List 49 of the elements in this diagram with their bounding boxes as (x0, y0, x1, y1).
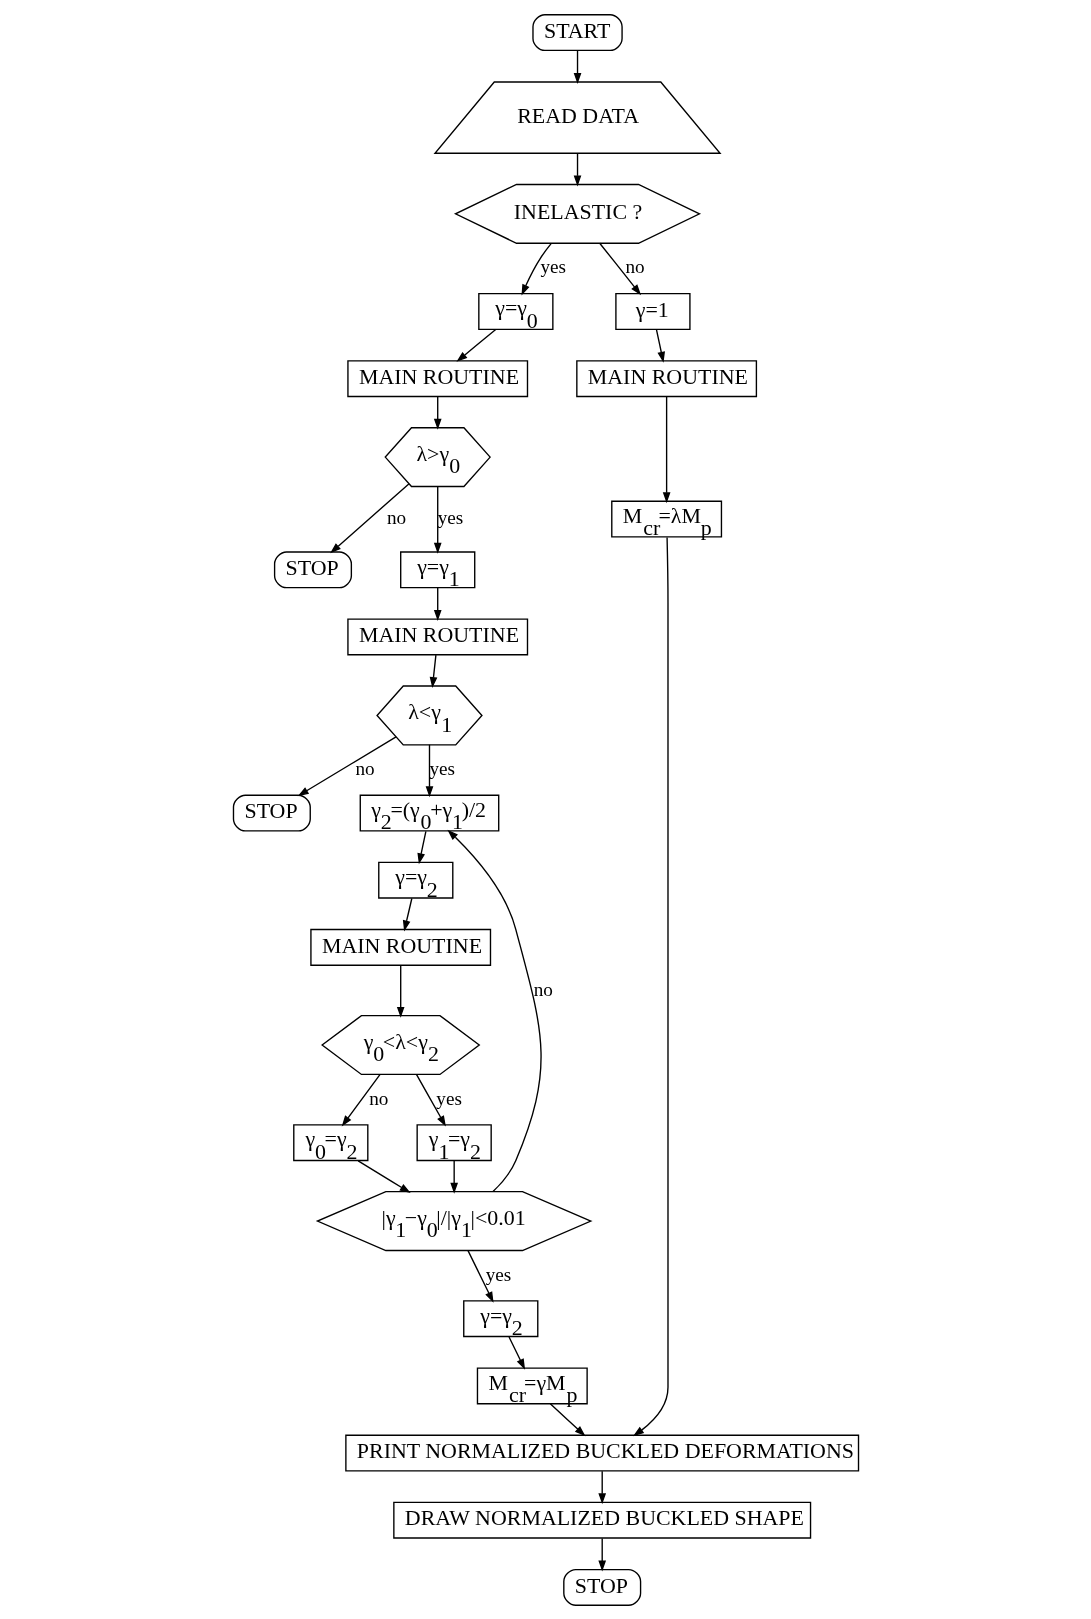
edge-label: yes (435, 1087, 462, 1109)
edge-label: yes (485, 1263, 511, 1285)
arrow (655, 328, 665, 363)
arrow (597, 1537, 606, 1571)
arrow (598, 242, 641, 295)
arrow (549, 1402, 586, 1436)
arrow (597, 1470, 606, 1504)
arrow (425, 743, 433, 797)
arrow (507, 1335, 525, 1370)
node-box: STOP (562, 1568, 641, 1606)
arrow (396, 964, 405, 1018)
edge-label: no (354, 757, 375, 779)
arrow (662, 395, 670, 503)
edge-label: no (625, 255, 645, 277)
node-box: MAIN ROUTINE (346, 618, 528, 655)
arrow (329, 482, 409, 553)
edge-label: no (386, 506, 406, 528)
edge-label: no (533, 978, 553, 1000)
arrow (429, 653, 437, 688)
arrow (446, 829, 542, 1192)
arrow (632, 536, 669, 1436)
arrow (573, 49, 581, 84)
edge-label: yes (428, 757, 455, 779)
node-box: STOP (232, 794, 311, 832)
node-box: PRINT NORMALIZED BUCKLED DEFORMATIONS (344, 1434, 859, 1472)
arrow (433, 485, 442, 554)
arrow (297, 735, 397, 796)
node-box: START (531, 13, 623, 51)
arrow (416, 830, 427, 864)
arrow (341, 1073, 381, 1126)
arrow (402, 897, 412, 931)
node-box: STOP (273, 550, 352, 588)
arrow (433, 395, 442, 430)
node-box: MAIN ROUTINE (309, 928, 491, 966)
arrow (449, 1159, 458, 1194)
node-box: MAIN ROUTINE (346, 359, 528, 397)
arrow (521, 242, 552, 295)
node-box: γ=1 (614, 292, 691, 330)
arrow (415, 1073, 446, 1127)
edge-label: no (368, 1087, 388, 1109)
arrow (573, 152, 581, 186)
arrow (357, 1159, 411, 1193)
node-box: MAIN ROUTINE (575, 359, 757, 397)
edge-label: yes (540, 255, 566, 277)
edge-label: yes (437, 506, 463, 528)
arrow (433, 586, 442, 621)
arrow (455, 328, 496, 362)
arrow (466, 1249, 494, 1303)
node-box: DRAW NORMALIZED BUCKLED SHAPE (392, 1501, 811, 1539)
